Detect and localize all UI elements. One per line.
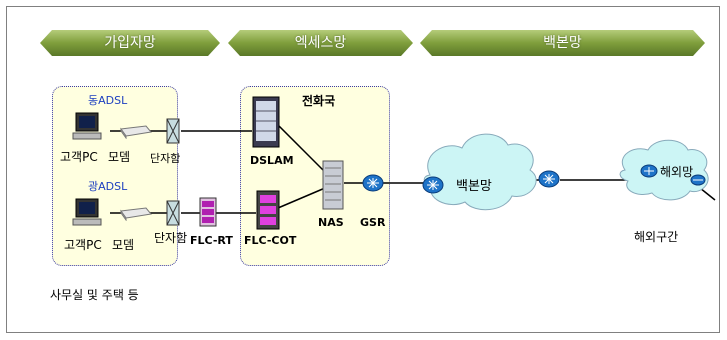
nas-server-icon (322, 160, 344, 210)
gsr-router-icon (362, 174, 384, 192)
modem-icon (120, 125, 152, 139)
subscriber-zone (52, 86, 178, 266)
subscriber-network-label: 가입자망 (104, 35, 156, 51)
flc-cot-equipment-icon (256, 190, 280, 230)
backbone-network-banner: 백본망 (420, 30, 705, 56)
terminal-box-icon (166, 200, 180, 226)
overseas-cloud-icon (619, 139, 709, 201)
dslam-rack-icon (252, 96, 280, 148)
access-network-banner: 엑세스망 (228, 30, 413, 56)
customer-pc-bottom-label: 고객PC (64, 238, 102, 252)
banner-arrow-shape (40, 30, 220, 56)
backbone-network-label: 백본망 (543, 35, 582, 51)
subscriber-network-banner: 가입자망 (40, 30, 220, 56)
banner-arrow-shape (420, 30, 705, 56)
flc-rt-equipment-icon (199, 197, 217, 227)
banner-arrow-shape (228, 30, 413, 56)
dslam-label: DSLAM (250, 154, 294, 167)
overseas-router-icon (640, 164, 658, 178)
backbone-cloud-icon (423, 133, 537, 211)
gwang-adsl-label: 광ADSL (88, 180, 128, 193)
link-flccot-nas (277, 187, 326, 209)
overseas-cloud-label: 해외망 (660, 165, 694, 179)
overseas-edge-router-icon (690, 174, 706, 186)
access-network-label: 엑세스망 (294, 35, 347, 51)
gsr-label: GSR (360, 216, 386, 229)
customer-pc-icon (72, 112, 102, 140)
flc-rt-label: FLC-RT (190, 234, 233, 247)
backbone-cloud-label: 백본망 (456, 179, 492, 194)
central-office-label: 전화국 (302, 94, 336, 108)
nas-label: NAS (318, 216, 344, 229)
customer-pc-icon (72, 198, 102, 226)
edge-router-icon (538, 170, 560, 188)
flc-cot-label: FLC-COT (244, 234, 297, 247)
modem-icon (120, 207, 152, 221)
terminal-box-icon (166, 118, 180, 144)
overseas-section-label: 해외구간 (634, 230, 679, 244)
modem-top-label: 모뎀 (108, 150, 131, 164)
east-adsl-label: 동ADSL (88, 94, 128, 107)
terminal-box-top-label: 단자함 (150, 152, 181, 165)
customer-pc-top-label: 고객PC (60, 150, 98, 164)
office-home-label: 사무실 및 주택 등 (50, 288, 139, 302)
link-dslam-nas (277, 124, 326, 173)
backbone-router-icon (422, 176, 444, 194)
terminal-box-bottom-label: 단자함 (154, 231, 188, 245)
modem-bottom-label: 모뎀 (112, 238, 135, 252)
